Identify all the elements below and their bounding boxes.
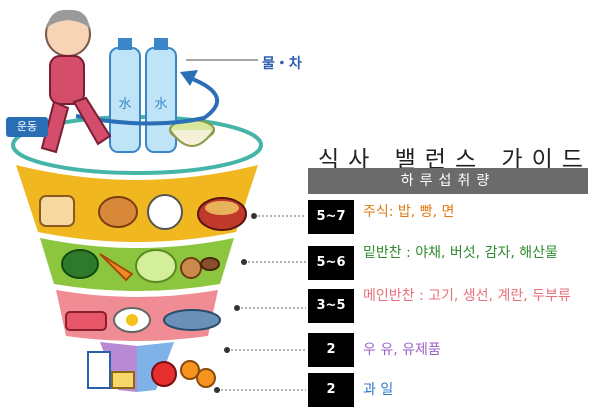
carrot-icon [99,253,134,282]
apple-icon [151,361,177,387]
grain-tier [16,165,258,242]
servings-badge: 5~7 [308,200,354,234]
tier-label-protein: 메인반찬 : 고기, 생선, 계란, 두부류 [363,288,571,304]
spinach-icon [61,249,99,279]
bottle-label: 水 [154,97,167,112]
bread-icon [39,195,75,227]
rotation-arrow [75,76,220,126]
cheese-icon [111,371,135,389]
rice-bowl-icon [147,194,183,230]
croissant-icon [98,196,138,228]
daily-intake-banner: 하루섭취량 [308,168,588,194]
tier-label-vegetable: 밑반찬 : 야채, 버섯, 감자, 해산물 [363,245,558,261]
orange-icon [180,360,200,380]
exercise-label: 운동 [6,117,48,137]
fish-icon [163,309,221,331]
meat-icon [65,311,107,331]
tier-label-fruit: 과 일 [363,382,394,398]
daily-intake-label: 하루섭취량 [400,173,496,189]
bottle-label: 水 [118,97,131,112]
servings-badge: 5~6 [308,246,354,280]
servings-badge: 3~5 [308,289,354,323]
potato-icon [180,257,202,279]
cabbage-icon [135,249,177,283]
milk-carton-icon [87,351,111,389]
tier-label-grain: 주식: 밥, 빵, 면 [363,204,455,220]
servings-badge: 2 [308,333,354,367]
servings-badge: 2 [308,373,354,407]
tier-label-dairy: 우 유, 유제품 [363,342,441,358]
mushroom-icon [200,257,220,271]
water-tea-label: 물・차 [262,56,302,72]
